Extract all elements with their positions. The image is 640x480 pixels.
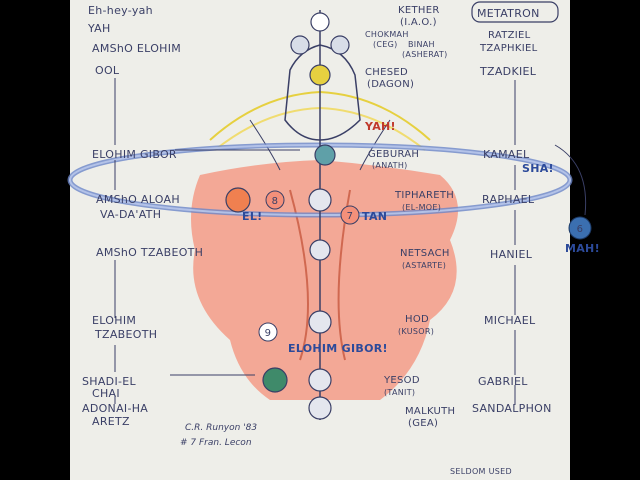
- label-ceg: (CEG): [373, 40, 398, 49]
- label-el-moe: (EL-MOE): [402, 203, 441, 212]
- label-amsho-tzabeoth: AMShO TZABEOTH: [96, 246, 203, 259]
- label-sandalphon: SANDALPHON: [472, 402, 552, 415]
- label-tanit: (TANIT): [384, 388, 415, 397]
- label-va-daath: VA-DA'ATH: [100, 208, 161, 221]
- label-elohim-gibor: ELOHIM GIBOR: [92, 148, 177, 161]
- label-el: EL!: [242, 210, 262, 223]
- label-tzabeoth: TZABEOTH: [94, 328, 157, 341]
- label-kamael: KAMAEL: [483, 148, 530, 161]
- label-elohim-gibor-blue: ELOHIM GIBOR!: [288, 342, 388, 355]
- left-labels: Eh-hey-yah YAH AMShO ELOHIM OOL ELOHIM G…: [82, 4, 203, 428]
- signature: C.R. Runyon '83 # 7 Fran. Lecon: [180, 423, 257, 448]
- left-arrows: [114, 78, 300, 404]
- label-dagon: (DAGON): [367, 79, 414, 90]
- label-iao: (I.A.O.): [400, 17, 437, 28]
- left-orange-node: [225, 187, 251, 213]
- numbered-markers: 7 8 6 9: [258, 190, 592, 342]
- label-yah-red: YAH!: [364, 120, 396, 133]
- malkuth-node: [308, 396, 332, 420]
- label-gea: (GEA): [408, 418, 438, 429]
- tiphareth-node: [308, 188, 332, 212]
- right-labels: METATRON RATZIEL TZAPHKIEL TZADKIEL KAMA…: [471, 1, 559, 415]
- label-asherat: (ASHERAT): [402, 50, 448, 59]
- label-tzaphkiel: TZAPHKIEL: [479, 43, 538, 54]
- label-chesed: CHESED: [365, 67, 408, 78]
- netsach-node: [309, 239, 331, 261]
- green-root-node: [262, 367, 288, 393]
- overlay-labels: YAH! SHA! EL! TAN MAH! ELOHIM GIBOR!: [242, 120, 600, 355]
- label-amsho-elohim: AMShO ELOHIM: [92, 42, 181, 55]
- label-haniel: HANIEL: [490, 248, 533, 261]
- label-astarte: (ASTARTE): [402, 261, 446, 270]
- label-raphael: RAPHAEL: [482, 193, 535, 206]
- kether-node: [310, 12, 330, 32]
- signature-line-2: # 7 Fran. Lecon: [180, 438, 252, 448]
- label-shadi-el: SHADI-EL: [82, 375, 137, 388]
- label-metatron: METATRON: [477, 7, 540, 20]
- label-malkuth: MALKUTH: [405, 406, 455, 417]
- label-netsach: NETSACH: [400, 248, 450, 259]
- label-mah: MAH!: [565, 242, 600, 255]
- yesod-node: [308, 368, 332, 392]
- signature-line-1: C.R. Runyon '83: [185, 423, 257, 433]
- daath-node: [309, 64, 331, 86]
- footnote-seldom-used: SELDOM USED: [450, 467, 512, 476]
- label-eh-hey-yah: Eh-hey-yah: [88, 4, 153, 17]
- center-labels: KETHER (I.A.O.) CHOKMAH (CEG) BINAH (ASH…: [365, 5, 455, 429]
- chokmah-node: [330, 35, 350, 55]
- label-amsho-aloah: AMShO ALOAH: [96, 193, 180, 206]
- label-kether: KETHER: [398, 5, 440, 16]
- label-hod: HOD: [405, 314, 429, 325]
- label-ratziel: RATZIEL: [488, 30, 531, 41]
- label-chokmah: CHOKMAH: [365, 30, 409, 39]
- metatron-frame: [471, 1, 559, 23]
- label-tiphareth: TIPHARETH: [394, 190, 454, 201]
- marker-nine: 9: [265, 328, 272, 339]
- label-gabriel: GABRIEL: [478, 375, 528, 388]
- marker-six: 6: [577, 224, 584, 235]
- label-aretz: ARETZ: [92, 415, 130, 428]
- throat-node: [314, 144, 336, 166]
- label-geburah: GEBURAH: [368, 149, 419, 160]
- binah-node: [290, 35, 310, 55]
- sephiroth-nodes: [225, 12, 350, 420]
- label-sha: SHA!: [522, 162, 554, 175]
- marker-eight: 8: [272, 196, 279, 207]
- marker-seven: 7: [347, 211, 354, 222]
- label-binah: BINAH: [408, 40, 435, 49]
- label-anath: (ANATH): [372, 161, 408, 170]
- right-arrows: [514, 80, 587, 405]
- label-chai: CHAI: [92, 387, 120, 400]
- hod-node: [308, 310, 332, 334]
- label-yah: YAH: [87, 22, 111, 35]
- label-tzadkiel: TZADKIEL: [479, 65, 537, 78]
- label-adonai-ha: ADONAI-HA: [82, 402, 148, 415]
- label-ool: OOL: [95, 64, 120, 77]
- label-yesod: YESOD: [383, 375, 420, 386]
- label-michael: MICHAEL: [484, 314, 536, 327]
- label-tan: TAN: [362, 210, 387, 223]
- label-kusor: (KUSOR): [398, 327, 434, 336]
- label-elohim: ELOHIM: [92, 314, 136, 327]
